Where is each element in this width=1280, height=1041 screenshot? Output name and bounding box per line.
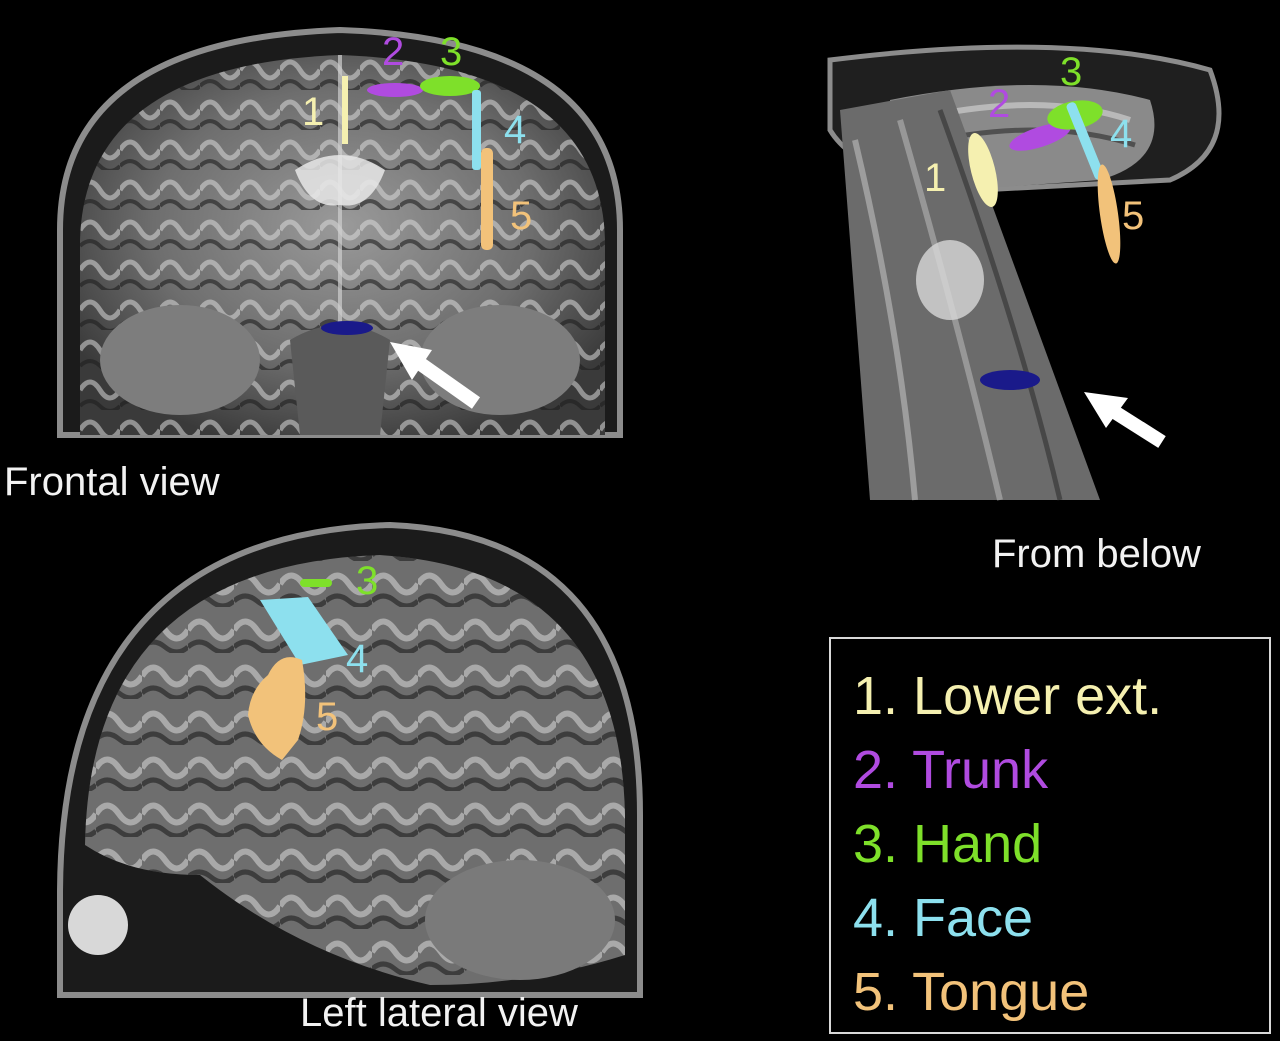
- white-arrow-icon: [1084, 392, 1166, 448]
- legend-item-lower-ext: 1. Lower ext.: [853, 666, 1163, 726]
- marker-4-below: 4: [1110, 112, 1133, 156]
- legend-item-tongue: 5. Tongue: [853, 962, 1090, 1022]
- from-below-caption: From below: [992, 532, 1201, 576]
- marker-5-lateral: 5: [316, 695, 339, 739]
- marker-2-below: 2: [988, 82, 1011, 126]
- from-below-panel: 1 2 3 4 5: [740, 30, 1260, 510]
- marker-3-lateral: 3: [356, 559, 379, 603]
- marker-4-frontal: 4: [504, 108, 527, 152]
- marker-3-below: 3: [1060, 50, 1083, 94]
- legend-item-face: 4. Face: [853, 888, 1034, 948]
- marker-1-below: 1: [924, 156, 947, 200]
- marker-4-lateral: 4: [346, 637, 369, 681]
- frontal-mri-image: [57, 26, 623, 438]
- hand-region: [300, 579, 332, 587]
- marker-5-frontal: 5: [510, 194, 533, 238]
- tongue-region: [1097, 164, 1121, 264]
- marker-1-frontal: 1: [302, 90, 325, 134]
- target-region: [321, 321, 373, 335]
- frontal-view-panel: 1 2 3 4 5: [40, 10, 640, 440]
- frontal-view-caption: Frontal view: [4, 460, 220, 504]
- marker-3-frontal: 3: [440, 30, 463, 74]
- lateral-mri-image: [57, 521, 643, 998]
- lateral-view-panel: 3 4 5: [50, 515, 650, 1005]
- marker-2-frontal: 2: [382, 30, 405, 74]
- face-region: [260, 597, 348, 665]
- white-arrow-icon: [390, 342, 481, 409]
- face-region: [472, 90, 481, 170]
- legend-box: 1. Lower ext. 2. Trunk 3. Hand 4. Face 5…: [829, 637, 1271, 1034]
- lower-ext-region: [968, 133, 998, 207]
- lower-ext-region: [342, 76, 348, 144]
- target-region: [980, 370, 1040, 390]
- tongue-region: [481, 148, 493, 250]
- tongue-region: [248, 657, 306, 760]
- trunk-region: [1009, 123, 1071, 151]
- lateral-view-caption: Left lateral view: [300, 991, 578, 1035]
- legend-item-trunk: 2. Trunk: [853, 740, 1049, 800]
- from-below-mri-image: [827, 44, 1222, 501]
- hand-region: [420, 76, 480, 96]
- trunk-region: [367, 83, 423, 97]
- face-region: [1066, 102, 1105, 180]
- marker-5-below: 5: [1122, 194, 1145, 238]
- legend-item-hand: 3. Hand: [853, 814, 1043, 874]
